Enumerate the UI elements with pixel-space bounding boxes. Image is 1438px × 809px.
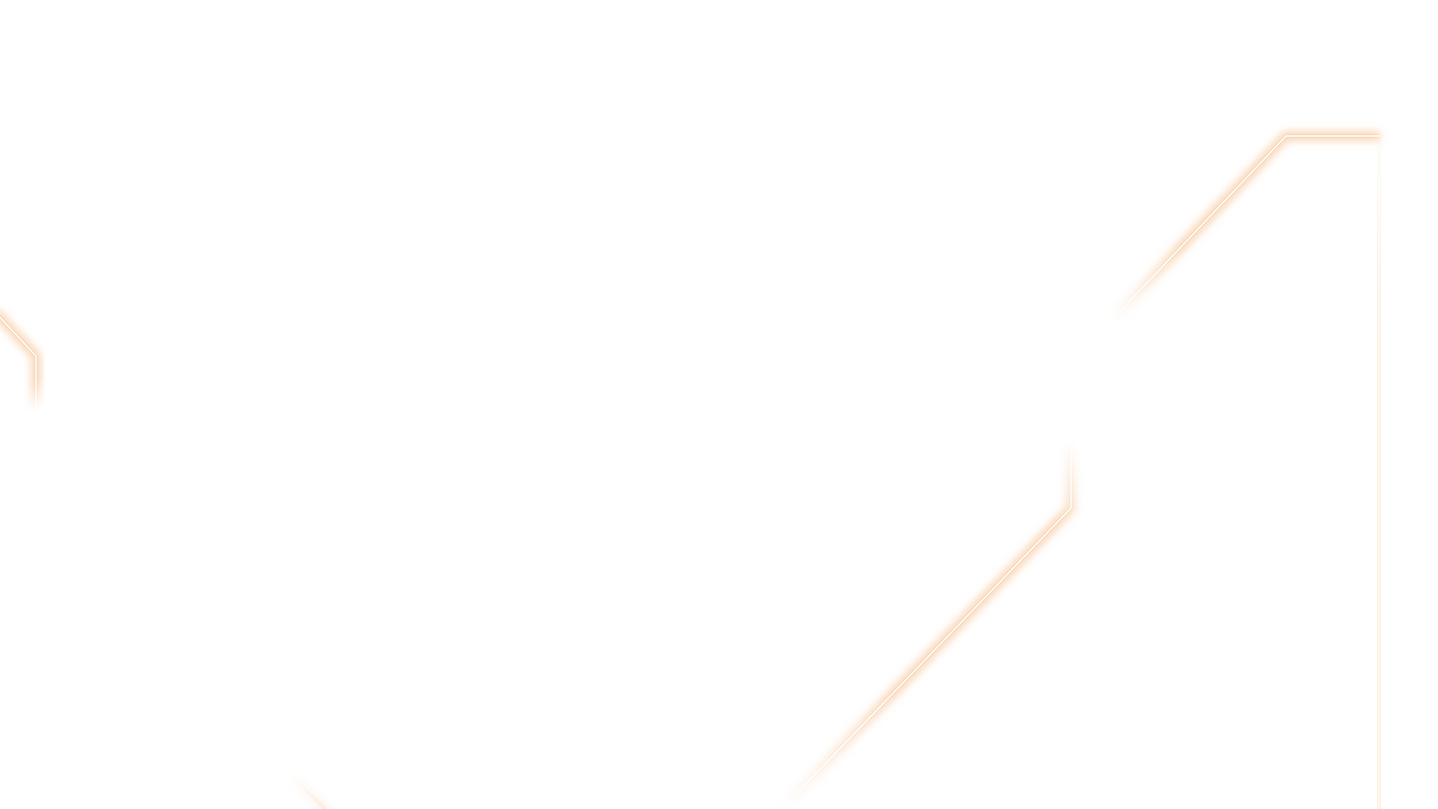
neon-line-top-right (1106, 131, 1380, 326)
neon-line-left (0, 310, 41, 410)
neon-line-bottom-stub (289, 773, 331, 809)
neon-line-center-diagonal (774, 440, 1076, 809)
